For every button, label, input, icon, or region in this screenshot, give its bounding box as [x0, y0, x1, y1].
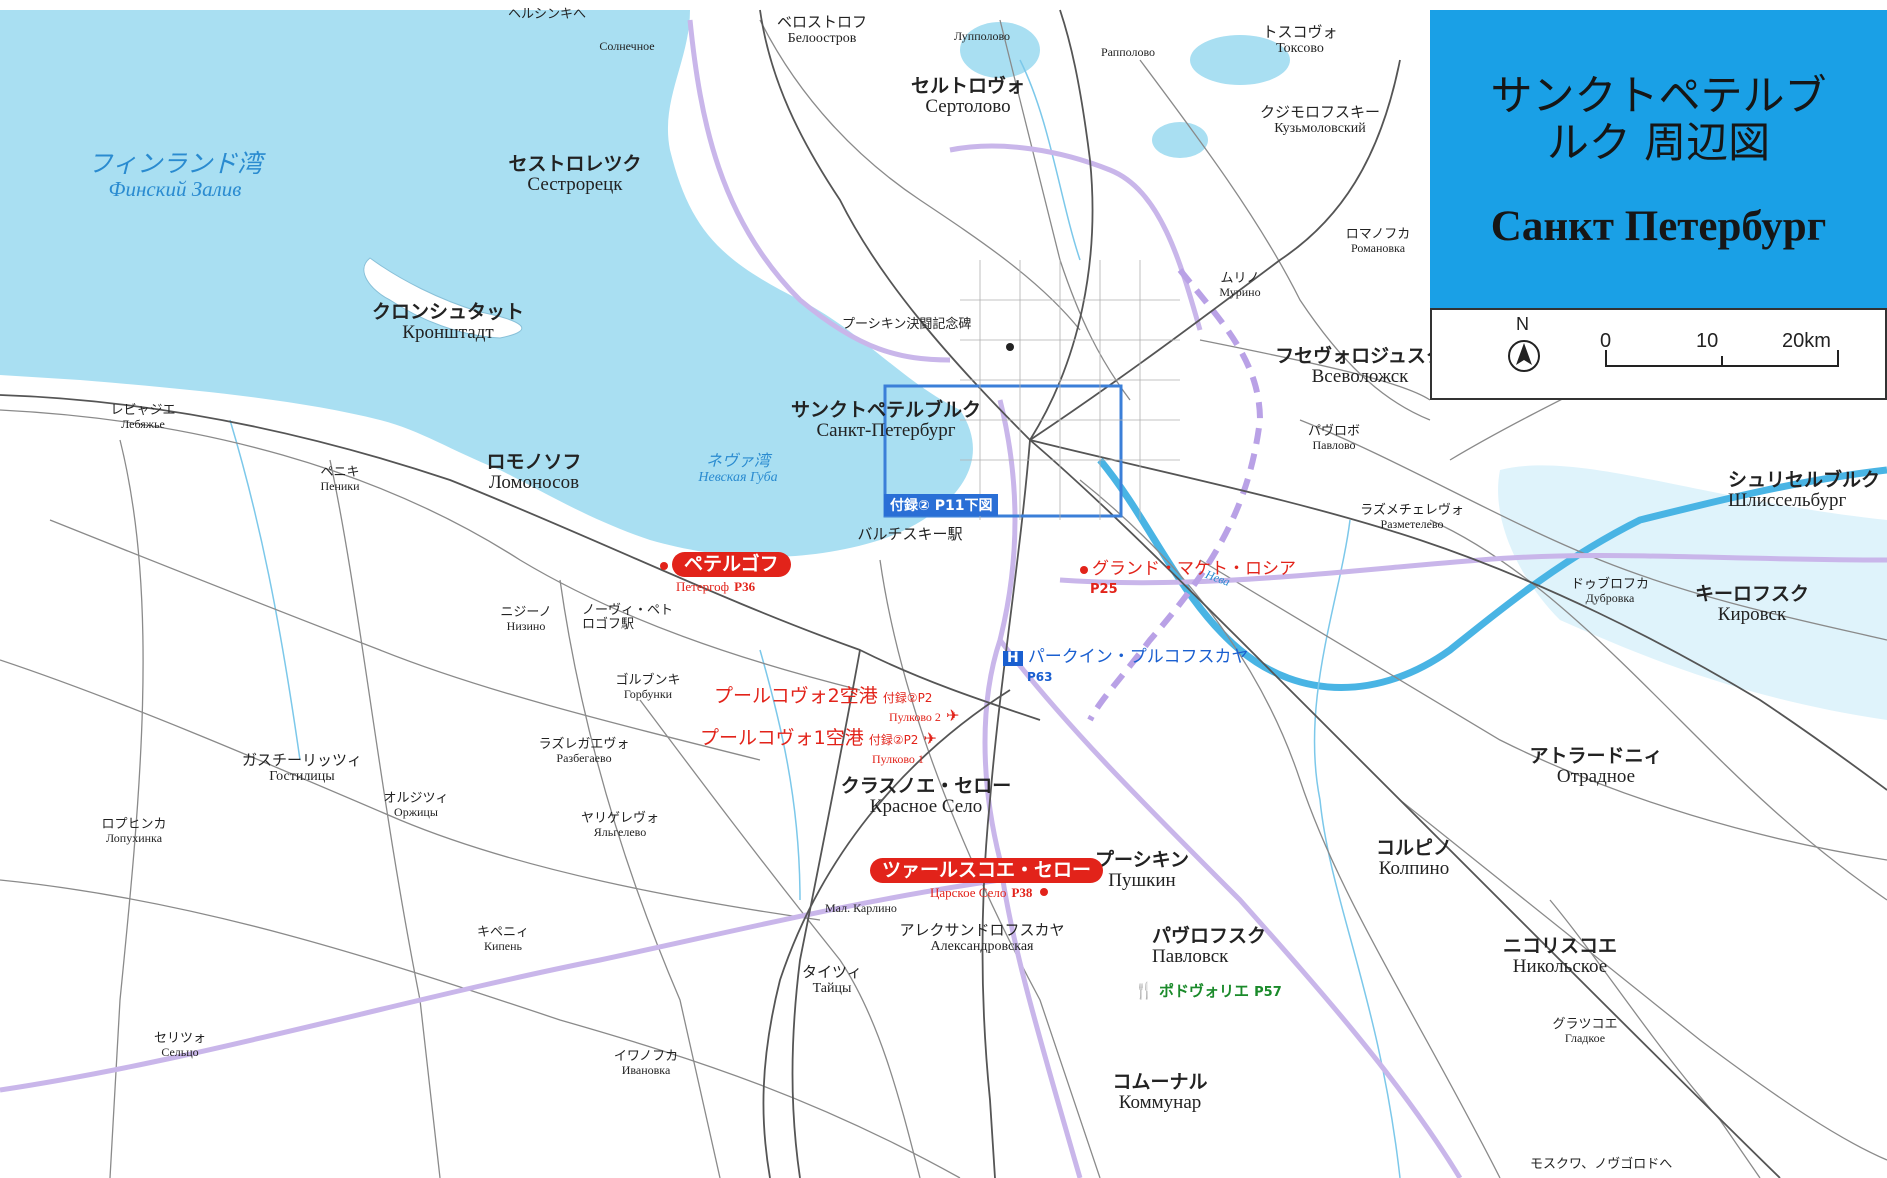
scale-legend: N 0 10 20km — [1430, 308, 1887, 400]
place-label[interactable]: Мал. Карлино — [825, 901, 897, 915]
pulkovo1-airport[interactable]: プールコヴォ1空港 付録②P2 ✈ Пулково 1 — [700, 727, 937, 766]
neva-river — [1097, 457, 1887, 691]
tsarskoe-sight[interactable]: ツァールスコエ・セロー Царское Село P38 — [870, 858, 1104, 900]
airplane-icon: ✈ — [946, 705, 960, 725]
fork-knife-icon: 🍴 — [1134, 981, 1154, 1000]
place-label[interactable]: ノーヴィ・ペトロゴフ駅 — [582, 603, 674, 633]
title-jp: サンクトペテルブルク 周辺図 — [1490, 71, 1827, 168]
sight-marker — [1080, 565, 1088, 574]
gulf-label: フィンランド湾 Финский Залив — [87, 149, 263, 201]
sight-marker — [660, 561, 668, 570]
gulf-of-finland — [0, 10, 973, 557]
minor-rivers — [229, 59, 1401, 1178]
airplane-icon: ✈ — [923, 729, 937, 748]
neva-bay-label: ネヴァ湾 Невская Губа — [698, 451, 778, 485]
inset-frame[interactable] — [883, 384, 1123, 518]
city-streets — [960, 260, 1180, 520]
kronstadt-island — [363, 257, 523, 339]
petergof-sight[interactable]: ペテルゴフ Петергоф P36 — [660, 552, 791, 594]
place-label[interactable]: プーシキン決闘記念碑 — [842, 317, 972, 332]
monument-marker[interactable] — [1006, 343, 1014, 351]
place-label[interactable]: Лупполово — [953, 29, 1011, 43]
scale-tick-10: 10 — [1696, 330, 1719, 352]
place-label[interactable]: モスクワ、ノヴゴロドへ — [1530, 1157, 1673, 1172]
place-label[interactable]: Рапполово — [1100, 45, 1156, 59]
place-label[interactable]: バルチスキー駅 — [857, 525, 963, 543]
scale-tick-20: 20km — [1782, 330, 1831, 352]
scale-bar — [1605, 350, 1839, 367]
sight-marker — [1039, 888, 1048, 897]
lake-ladoga-shore — [1498, 465, 1887, 720]
lake — [1152, 122, 1208, 158]
highways — [0, 19, 1887, 1178]
railways — [0, 9, 1887, 1178]
title-ru: Санкт Петербург — [1490, 203, 1827, 250]
restaurant-podvorie[interactable]: 🍴 ポドヴォリエ P57 — [1134, 981, 1282, 1000]
place-label[interactable]: ヘルシンキへ — [508, 7, 587, 22]
grand-maket-sight[interactable]: グランド・マケト・ロシア P25 — [1080, 560, 1296, 597]
north-label: N — [1516, 314, 1529, 334]
hotel-park-inn[interactable]: H パークイン・プルコフスカヤ P63 — [1003, 648, 1248, 684]
pulkovo2-airport[interactable]: プールコヴォ2空港 付録②P2 Пулково 2 ✈ — [714, 685, 960, 725]
title-panel: サンクトペテルブルク 周辺図 Санкт Петербург — [1430, 10, 1887, 308]
lake — [960, 22, 1040, 78]
inset-reference[interactable]: 付録② P11下図 — [884, 494, 999, 516]
north-arrow-icon — [1508, 340, 1540, 372]
lake — [1190, 35, 1290, 85]
hotel-icon: H — [1003, 650, 1023, 667]
place-label[interactable]: Солнечное — [599, 39, 655, 53]
scale-tick-0: 0 — [1600, 330, 1612, 352]
ring-road-planned — [1087, 268, 1264, 722]
